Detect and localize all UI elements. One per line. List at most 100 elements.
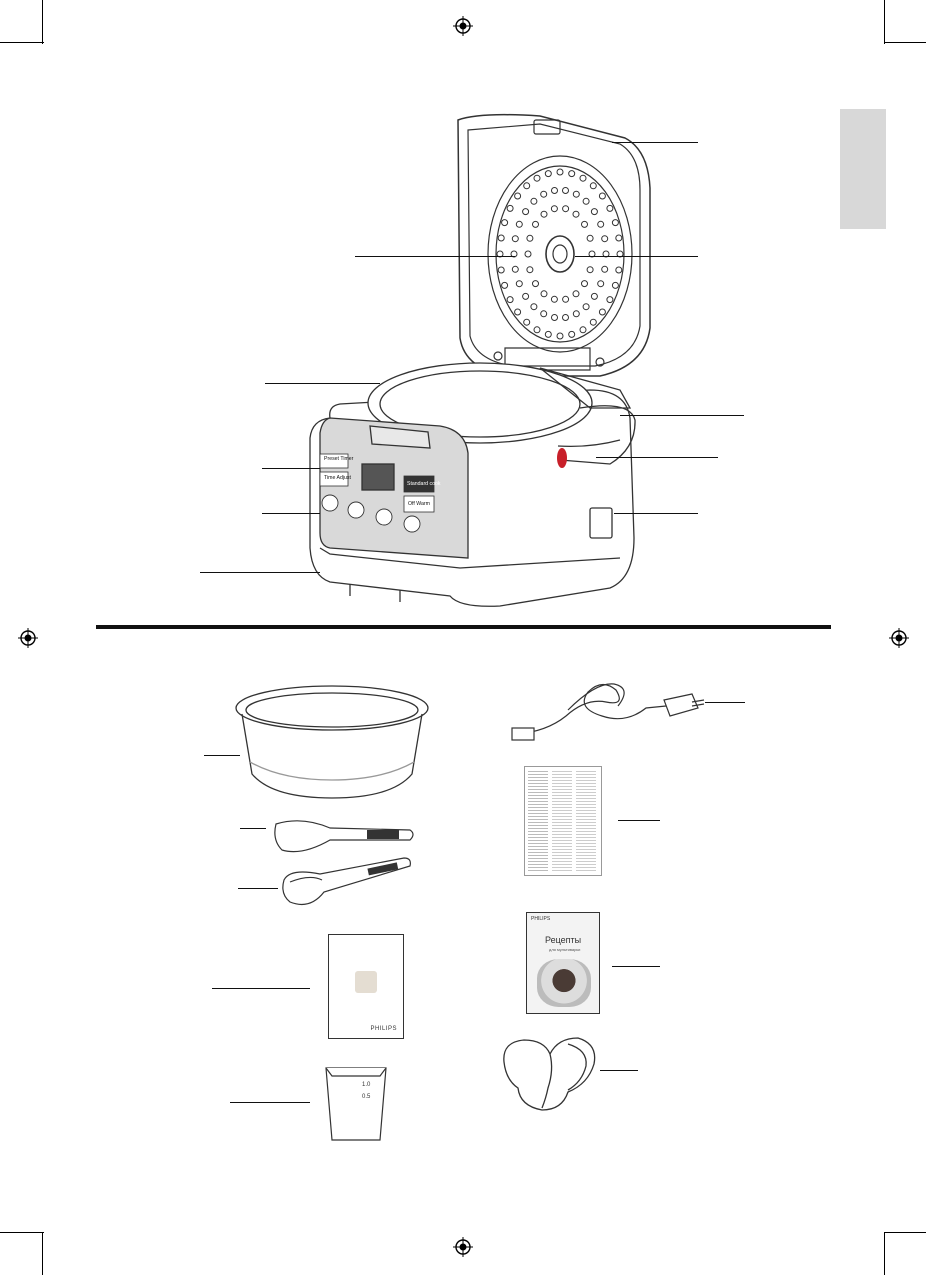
quick-guide-product-image [355,971,377,993]
steam-hole [530,197,538,205]
steam-hole [598,192,606,200]
steam-hole [572,290,580,298]
leader-line-steamer-glove [600,1070,638,1071]
steam-hole [514,308,522,316]
leader-line-power-cord [705,702,745,703]
steam-hole [540,190,548,198]
rice-cooker-illustration: Preset Timer Time Adjust Standard cook O… [309,113,651,607]
steam-hole [602,250,610,258]
steam-hole [510,250,518,258]
handle-red-accent [557,448,567,468]
steam-hole [556,168,564,176]
registration-mark-right [889,628,909,648]
steam-hole [562,187,569,194]
steam-hole [532,280,539,288]
inner-pot-illustration [235,685,429,799]
registration-mark-left [18,628,38,648]
steam-hole [522,208,530,216]
reheat-button[interactable] [403,515,421,533]
steam-hole [526,234,534,242]
user-manual-column-2 [552,771,572,871]
steam-hole [611,281,619,289]
steam-hole [551,314,558,321]
steam-hole [533,326,541,334]
section-divider [96,625,831,629]
steam-hole [514,192,522,200]
steam-hole [501,219,509,227]
rice-scoop-illustration [274,820,414,853]
quick-guide-brand: PHILIPS [370,1026,397,1032]
steam-hole [533,174,541,182]
steam-hole [532,220,539,228]
crop-mark-top-right-h [884,42,926,43]
standard-cook-label: Standard cook [407,481,441,487]
steam-hole [588,250,596,258]
steam-hole [526,266,534,274]
leader-line-buttons [262,513,320,514]
steam-hole [572,190,580,198]
steam-hole [522,292,530,300]
steam-hole [515,220,523,228]
steamer-glove-illustration [503,1037,596,1111]
steam-hole [590,208,598,216]
steam-hole [615,266,623,274]
steam-hole [511,235,519,243]
leader-line-lid-latch [612,142,698,143]
power-cord-illustration [511,683,705,741]
crop-mark-bottom-left-h [0,1232,44,1233]
steam-hole [568,330,576,338]
crop-mark-bottom-right-v [884,1232,885,1275]
steam-hole [582,197,590,205]
crop-mark-top-left-h [0,42,44,43]
leader-line-soup-ladle [238,888,278,889]
steam-hole [581,220,588,228]
preset-timer-label: Preset Timer [324,456,354,462]
steam-hole [540,290,548,298]
steam-hole [511,265,519,273]
steam-hole [540,210,548,218]
steam-hole [597,280,605,288]
steam-meat-button[interactable] [375,508,393,526]
recipe-book-brand: PHILIPS [531,916,551,922]
recipe-book-subtitle: для мультиварки [549,947,581,952]
recipe-book-title: Рецепты [545,935,582,945]
measuring-cup-illustration: 1.0 0.5 [325,1067,387,1141]
steam-hole [606,204,614,212]
leader-line-user-manual [618,820,660,821]
leader-line-measuring-cup [230,1102,310,1103]
leader-line-inner-pot [265,383,380,384]
steam-hole [496,250,504,258]
steam-hole [615,234,623,242]
crop-mark-bottom-right-h [884,1232,926,1233]
steam-hole [611,219,619,227]
user-manual [524,766,602,876]
registration-mark-bottom [453,1237,473,1257]
user-manual-column-1 [528,771,548,871]
steam-hole [616,250,624,258]
soup-ladle-illustration [282,857,411,905]
steam-hole [544,170,552,178]
stew-soup-button[interactable] [321,494,339,512]
steam-hole [601,265,609,273]
steam-hole [572,310,580,318]
steam-hole [590,292,598,300]
leader-line-handle [596,457,718,458]
leader-line-recipe-book [612,966,660,967]
steam-hole [506,296,514,304]
steam-hole [524,250,532,258]
steam-hole [523,318,531,326]
leader-line-control-panel [262,468,320,469]
steam-hole [586,266,594,274]
steam-hole [497,266,505,274]
steam-hole [515,280,523,288]
off-warm-label: Off Warm [408,501,430,507]
steam-hole [550,205,558,213]
crop-mark-bottom-left-v [42,1232,43,1275]
leader-line-inner-pot-accessory [204,755,240,756]
porridge-bake-button[interactable] [347,501,365,519]
steam-hole [501,281,509,289]
steam-hole [572,210,580,218]
steam-hole [581,280,588,288]
user-manual-column-3 [576,771,596,871]
leader-line-steam-plate-left [355,256,515,257]
